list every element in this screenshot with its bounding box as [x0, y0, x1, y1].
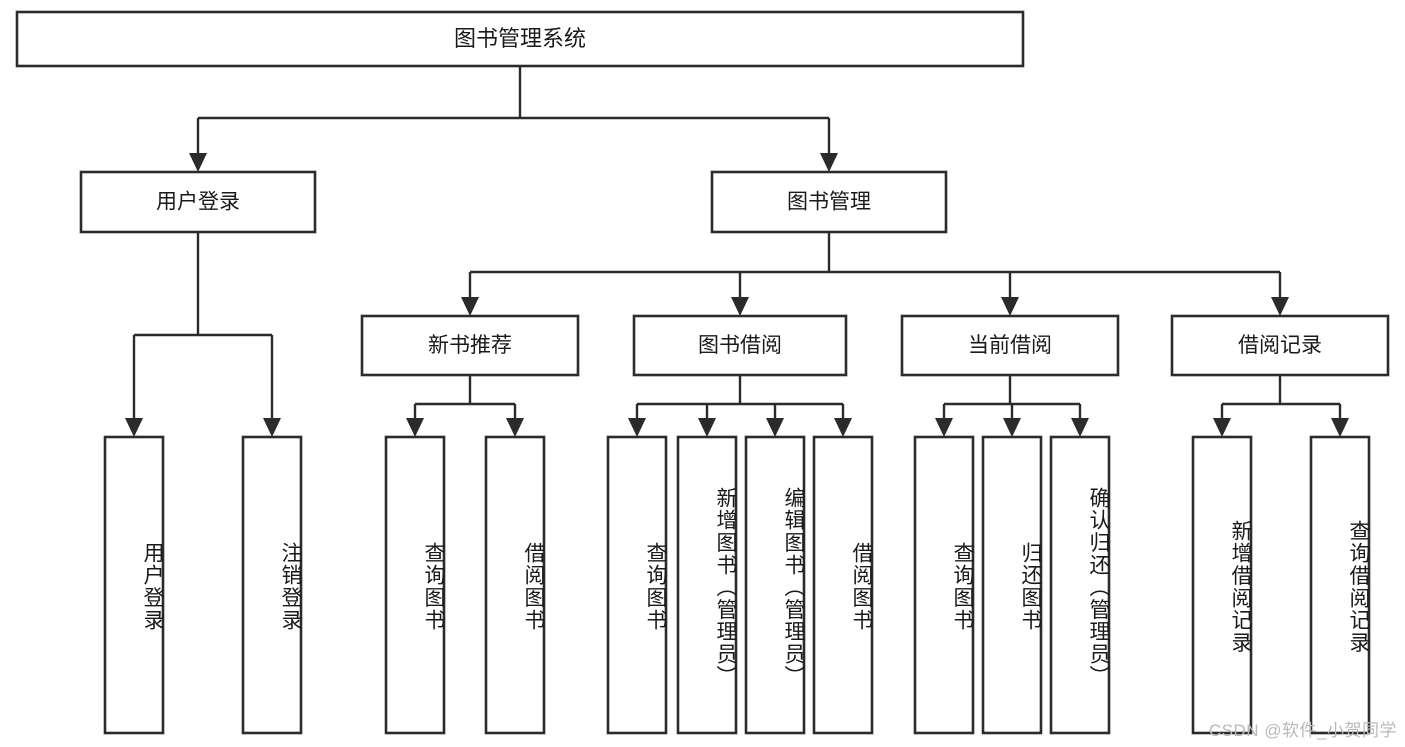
- connector-group-borrow-record: [1213, 375, 1349, 437]
- connector-group-book-borrow: [628, 375, 852, 437]
- arrow-head-icon-current-borrow: [1001, 297, 1019, 316]
- node-box-leaf-query-book-2[interactable]: [606, 435, 668, 735]
- node-box-user-login[interactable]: [79, 170, 317, 234]
- node-label-new-book-rec: 新书推荐: [428, 334, 512, 357]
- node-label-user-login: 用户登录: [156, 191, 240, 214]
- node-box-leaf-user-logout[interactable]: [241, 435, 303, 735]
- node-box-leaf-query-book-3[interactable]: [913, 435, 975, 735]
- node-box-leaf-confirm-return[interactable]: [1049, 435, 1111, 735]
- arrow-head-icon-leaf-query-book-2: [628, 418, 646, 437]
- node-box-leaf-add-record[interactable]: [1191, 435, 1253, 735]
- arrow-head-icon-new-book-rec: [461, 297, 479, 316]
- node-box-layer: [15, 10, 1390, 735]
- node-box-book-manage[interactable]: [710, 170, 948, 234]
- node-box-leaf-borrow-book-2[interactable]: [812, 435, 874, 735]
- arrow-head-icon-leaf-add-record: [1213, 418, 1231, 437]
- connector-group-book-manage: [461, 232, 1289, 316]
- node-box-new-book-rec[interactable]: [360, 314, 580, 377]
- arrow-head-icon-leaf-edit-book: [766, 418, 784, 437]
- arrow-head-icon-leaf-return-book: [1003, 418, 1021, 437]
- arrow-head-icon-leaf-user-logout: [263, 418, 281, 437]
- arrow-head-icon-leaf-borrow-book-1: [506, 418, 524, 437]
- node-label-current-borrow: 当前借阅: [968, 334, 1052, 357]
- node-label-borrow-record: 借阅记录: [1238, 334, 1322, 357]
- connector-group-root: [189, 66, 838, 172]
- node-box-current-borrow[interactable]: [900, 314, 1120, 377]
- node-label-book-borrow: 图书借阅: [698, 334, 782, 357]
- node-box-leaf-add-book[interactable]: [676, 435, 738, 735]
- arrow-head-icon-user-login: [189, 153, 207, 172]
- arrow-head-icon-leaf-query-book-1: [406, 418, 424, 437]
- node-box-leaf-edit-book[interactable]: [744, 435, 806, 735]
- connector-layer: [125, 66, 1349, 437]
- arrow-head-icon-book-manage: [820, 153, 838, 172]
- node-box-book-borrow[interactable]: [632, 314, 848, 377]
- arrow-head-icon-leaf-add-book: [698, 418, 716, 437]
- watermark-credit: CSDN @软件_小贺同学: [1208, 721, 1397, 740]
- node-box-leaf-return-book[interactable]: [981, 435, 1043, 735]
- node-box-leaf-query-record[interactable]: [1309, 435, 1371, 735]
- arrow-head-icon-book-borrow: [731, 297, 749, 316]
- node-label-book-manage: 图书管理: [787, 191, 871, 214]
- arrow-head-icon-leaf-user-login: [125, 418, 143, 437]
- node-box-leaf-query-book-1[interactable]: [384, 435, 446, 735]
- node-box-leaf-borrow-book-1[interactable]: [484, 435, 546, 735]
- connector-group-user-login: [125, 232, 281, 437]
- arrow-head-icon-leaf-query-record: [1331, 418, 1349, 437]
- connector-group-new-book-rec: [406, 375, 524, 437]
- node-box-leaf-user-login[interactable]: [103, 435, 165, 735]
- arrow-head-icon-leaf-borrow-book-2: [834, 418, 852, 437]
- arrow-head-icon-leaf-query-book-3: [935, 418, 953, 437]
- connector-group-current-borrow: [935, 375, 1089, 437]
- node-box-root[interactable]: [15, 10, 1025, 68]
- arrow-head-icon-borrow-record: [1271, 297, 1289, 316]
- node-box-borrow-record[interactable]: [1170, 314, 1390, 377]
- arrow-head-icon-leaf-confirm-return: [1071, 418, 1089, 437]
- node-label-root: 图书管理系统: [454, 26, 586, 51]
